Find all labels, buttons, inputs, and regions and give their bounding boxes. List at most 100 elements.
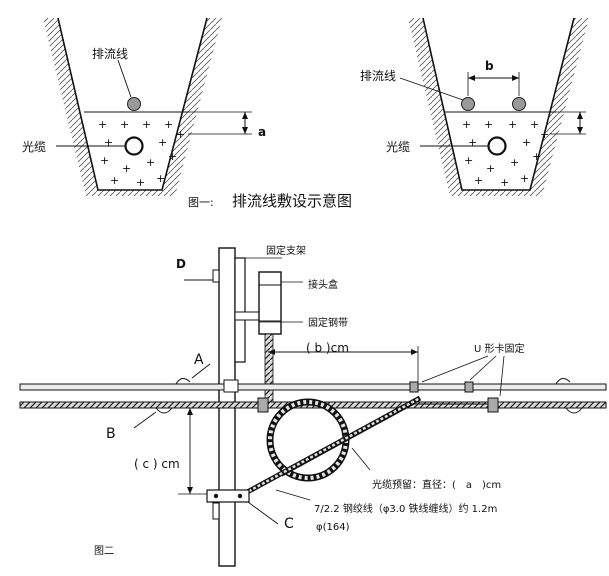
dim-b-arrow-left <box>468 75 475 81</box>
dim-c-figure2 <box>178 407 219 495</box>
u-clamp-2 <box>464 381 474 393</box>
svg-text:+: + <box>142 118 151 131</box>
label-A-leader <box>191 363 211 379</box>
drain-wire-circle <box>127 97 141 111</box>
svg-text:+: + <box>104 136 113 149</box>
svg-text:+: + <box>486 162 495 175</box>
svg-text:+: + <box>464 154 473 167</box>
svg-text:+: + <box>100 154 109 167</box>
svg-text:+: + <box>98 118 107 131</box>
steel-strand-leader <box>275 489 311 501</box>
cable-drop <box>264 333 274 405</box>
u-clamp-leader-2 <box>469 355 497 381</box>
label-D: D <box>176 257 186 271</box>
label-C-leader <box>247 501 279 525</box>
coil-outer <box>266 398 350 482</box>
dim-a-arrow-bottom <box>242 127 248 134</box>
svg-text:+: + <box>540 128 549 141</box>
fill-plus-pattern: ++++ +++ ++++ +++ <box>98 118 185 189</box>
svg-text:+: + <box>474 174 483 187</box>
cable-reserve-label: 光缆预留：直径：( a )cm <box>372 478 501 491</box>
cable-reserve-coil <box>266 398 371 482</box>
pole-diameter-label: φ(164) <box>316 522 350 533</box>
svg-text:+: + <box>532 150 541 163</box>
trench-wall-hatch <box>43 18 222 196</box>
fixed-bracket <box>234 257 246 363</box>
u-clamp-leader-3 <box>499 355 505 397</box>
wire-ties <box>175 378 571 385</box>
pole-bracket-C <box>206 489 279 525</box>
pole-clamp-A <box>223 379 239 393</box>
drain-wire-circle-left <box>461 97 475 111</box>
cable-clamp-1 <box>257 397 269 413</box>
optical-cable-circle <box>487 136 507 156</box>
svg-text:+: + <box>522 136 531 149</box>
dim-arrow-top <box>577 112 583 119</box>
dim-c-label: ( c ) cm <box>134 457 180 471</box>
svg-text:+: + <box>462 118 471 131</box>
svg-text:+: + <box>156 172 165 185</box>
bottom-bracket <box>206 489 250 503</box>
dim-a-arrow-top <box>242 112 248 119</box>
trench-wall-hatch <box>408 18 589 196</box>
reserve-leader <box>351 447 371 471</box>
drain-wire-leader <box>117 59 132 98</box>
optical-cable-circle <box>124 136 144 156</box>
u-clamp-1 <box>409 381 419 393</box>
svg-text:+: + <box>484 118 493 131</box>
splice-box <box>258 271 282 335</box>
label-C: C <box>284 516 294 532</box>
pole-bolt-bottom <box>212 502 220 520</box>
trench-outline <box>57 17 208 191</box>
label-B-leader <box>133 411 157 429</box>
u-clamp-leader-1 <box>421 355 489 383</box>
svg-text:+: + <box>520 172 529 185</box>
steel-strap <box>234 311 260 321</box>
right-cable-label: 光缆 <box>386 140 410 154</box>
fill-plus-pattern: ++++ +++ ++++ +++ <box>462 118 549 189</box>
svg-text:+: + <box>508 118 517 131</box>
svg-text:+: + <box>110 174 119 187</box>
dim-b-figure2 <box>268 346 419 386</box>
steel-strap-label: 固定钢带 <box>308 316 348 329</box>
trench-outline <box>422 17 575 191</box>
svg-text:+: + <box>500 176 509 189</box>
dim-b-arrow-right <box>512 75 519 81</box>
steel-strand-inner <box>281 403 415 477</box>
svg-text:+: + <box>510 156 519 169</box>
dim-a-label: a <box>258 125 266 139</box>
figure2-caption: 图二 <box>94 545 114 557</box>
steel-strand-label: 7/2.2 钢绞线（φ3.0 铁线缠线）约 1.2m <box>314 502 497 515</box>
dim-b-label: ( b )cm <box>306 341 349 355</box>
u-clamp-label: U 形卡固定 <box>474 342 525 355</box>
figure1-caption: 排流线敷设示意图 <box>232 192 352 210</box>
dim-b-label: b <box>485 59 494 73</box>
svg-text:+: + <box>468 136 477 149</box>
svg-text:+: + <box>146 156 155 169</box>
svg-text:+: + <box>176 128 185 141</box>
right-drain-wire-label: 排流线 <box>360 69 396 83</box>
messenger-wire-A <box>19 363 607 393</box>
left-drain-wire-label: 排流线 <box>92 47 128 61</box>
svg-text:+: + <box>120 118 129 131</box>
svg-text:+: + <box>158 136 167 149</box>
svg-text:+: + <box>122 162 131 175</box>
cable-clamp-2 <box>487 397 499 413</box>
label-B: B <box>106 426 116 442</box>
splice-box-label: 接头盒 <box>308 278 338 291</box>
svg-text:+: + <box>530 118 539 131</box>
fixed-bracket-label: 固定支架 <box>266 244 306 257</box>
left-cable-label: 光缆 <box>22 140 46 154</box>
svg-text:+: + <box>168 150 177 163</box>
cable-ties <box>155 407 583 414</box>
messenger-strand <box>19 383 607 391</box>
svg-text:+: + <box>136 176 145 189</box>
svg-text:+: + <box>164 118 173 131</box>
figure1-left-trench: ++++ +++ ++++ +++ 排流线 光缆 a <box>22 17 266 196</box>
figure1-right-trench: ++++ +++ ++++ +++ 排流线 光缆 b <box>360 17 589 196</box>
steel-strand-brace <box>238 395 488 501</box>
drain-wire-circle-right <box>512 97 526 111</box>
figure1-caption-prefix: 图一: <box>188 196 214 209</box>
drain-wire-leader <box>399 77 464 101</box>
